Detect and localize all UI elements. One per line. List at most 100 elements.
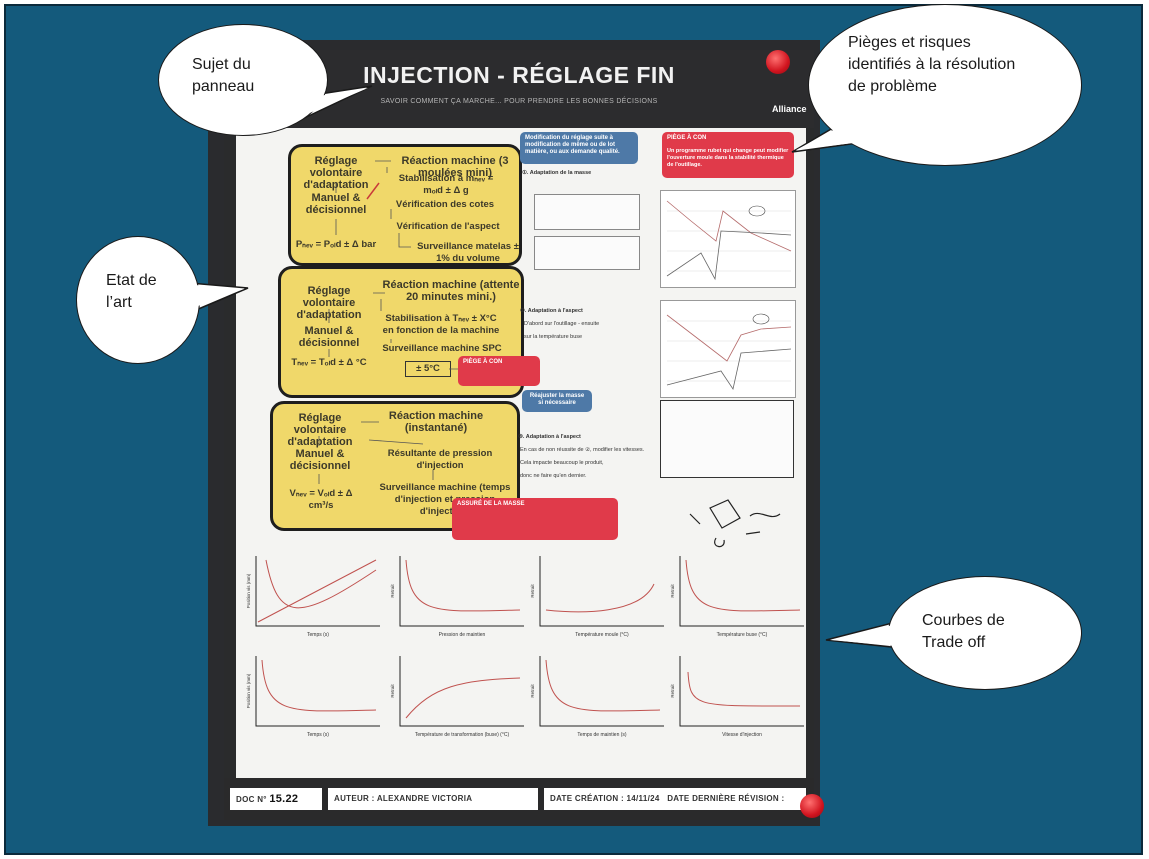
step-1-note-a: [534, 194, 640, 230]
callout-tradeoff: [888, 576, 1082, 690]
tradeoff-chart-6: Température de transformation (buse) (°C…: [390, 656, 524, 738]
tradeoff-chart-3: Température moule (°C) Retrait: [530, 556, 664, 638]
tradeoff-axes: [399, 556, 524, 627]
trap-card-mid: PIÈGE À CON: [458, 356, 540, 386]
step-3-text1: En cas de non réussite de ②, modifier le…: [520, 447, 645, 453]
date-created: DATE CRÉATION : 14/11/24: [550, 794, 660, 803]
tradeoff-curve: [687, 671, 801, 707]
doc-number-field: DOC N° 15.22: [230, 788, 322, 810]
info-card-mid: Réajuster la masse si nécessaire: [522, 390, 592, 412]
box2-stabilisation: Stabilisation à Tₙₑᵥ ± X°C en fonction d…: [382, 313, 500, 336]
tradeoff-xlabel: Temps de maintien (s): [577, 732, 627, 738]
doc-label: DOC N°: [236, 795, 267, 804]
tradeoff-curve: [545, 659, 661, 712]
tradeoff-ylabel: Retrait: [390, 684, 395, 698]
tradeoff-curve: [405, 559, 521, 612]
machine-curve-chart-2: [660, 300, 796, 398]
tradeoff-chart-5: Temps (s)Position vis (mm): [246, 656, 380, 738]
tradeoff-chart-1: Temps (s) Position vis (mm): [246, 556, 380, 638]
machine-curve-chart-1: [660, 190, 796, 288]
machine-curve-2: [666, 313, 792, 391]
box3-reaction: Réaction machine (instantané): [388, 410, 484, 434]
box1-stabilisation: Stabilisation à mₙₑᵥ = mₒₗd ± Δ g: [398, 173, 494, 196]
machine-curve-1: [666, 200, 792, 281]
poster-title: INJECTION - RÉGLAGE FIN: [363, 62, 675, 88]
tradeoff-chart-7: Temps de maintien (s) Retrait: [530, 656, 664, 738]
tradeoff-axes: [255, 656, 380, 727]
date-revision: DATE DERNIÈRE RÉVISION :: [667, 794, 785, 803]
step-3-text2: Cela impacte beaucoup le produit,: [520, 460, 604, 466]
box1-surveillance: Surveillance matelas ± 1% du volume: [417, 241, 519, 264]
box2-left-mode: Manuel & décisionnel: [298, 325, 360, 349]
pin-top: [766, 50, 790, 74]
pin-bottom: [800, 794, 824, 818]
box1-left-title: Réglage volontaire d'adaptation: [303, 155, 369, 191]
tradeoff-axes: [539, 556, 664, 627]
info-card-top: Modification du réglage suite à modifica…: [520, 132, 638, 164]
box1-left-mode: Manuel & décisionnel: [305, 192, 367, 216]
callout-traps-text: Pièges et risques identifiés à la résolu…: [848, 34, 1016, 95]
step-3-text3: donc ne faire qu'en dernier.: [520, 473, 587, 479]
trap-card-bottom: ASSURÉ DE LA MASSE: [452, 498, 618, 540]
tradeoff-ylabel: Retrait: [670, 584, 675, 598]
box1-check1: Vérification des cotes: [395, 199, 495, 210]
box2-arrows: [328, 292, 463, 370]
box1-arrows: [335, 160, 411, 248]
box3-left-mode: Manuel & décisionnel: [289, 448, 351, 472]
poster-subtitle: SAVOIR COMMENT ÇA MARCHE... POUR PRENDRE…: [380, 98, 658, 105]
box1-check2: Vérification de l'aspect: [396, 221, 500, 232]
callout-state-text: Etat de l’art: [106, 272, 157, 311]
tradeoff-curve: [257, 559, 377, 623]
step-1: ①. Adaptation de la masse: [522, 170, 592, 176]
tradeoff-curve: [685, 559, 801, 612]
box3-result: Résultante de pression d'injection: [387, 448, 493, 471]
author-field: AUTEUR : ALEXANDRE VICTORIA: [328, 788, 538, 810]
sketch-drawing: [689, 499, 781, 548]
state-box-1: Réglage volontaire d'adaptation Manuel &…: [288, 144, 522, 266]
tradeoff-axes: [679, 556, 804, 627]
tradeoff-ylabel: Retrait: [670, 684, 675, 698]
box2-left-formula: Tₙₑᵥ = Tₒₗd ± Δ °C: [291, 357, 367, 368]
tradeoff-ylabel: Position vis (mm): [246, 573, 251, 608]
doc-number: 15.22: [269, 793, 299, 805]
tradeoff-xlabel: Température moule (°C): [575, 632, 629, 638]
callout-subject-text: Sujet du panneau: [192, 56, 255, 95]
trap-card-mid-title: PIÈGE À CON: [463, 359, 503, 365]
tradeoff-axes: [679, 656, 804, 727]
trap-card-top: PIÈGE À CON Un programme rubet qui chang…: [662, 132, 794, 178]
tradeoff-xlabel: Vitesse d'injection: [722, 732, 762, 738]
tradeoff-axes: [255, 556, 380, 627]
tradeoff-chart-4: Température buse (°C)Retrait: [670, 556, 804, 638]
tradeoff-axes: [399, 656, 524, 727]
tradeoff-axes: [539, 656, 664, 727]
dates-field: DATE CRÉATION : 14/11/24 DATE DERNIÈRE R…: [544, 788, 806, 810]
tradeoff-xlabel: Pression de maintien: [439, 632, 486, 638]
tradeoff-ylabel: Retrait: [530, 584, 535, 598]
box2-reaction: Réaction machine (attente 20 minutes min…: [382, 279, 520, 303]
tradeoff-curve: [405, 677, 521, 719]
box1-reaction: Réaction machine (3 moulées mini): [401, 155, 509, 179]
box1-left-formula: Pₙₑᵥ = Pₒₗd ± Δ bar: [295, 239, 377, 250]
trap-card-bottom-title: ASSURÉ DE LA MASSE: [457, 501, 525, 507]
tradeoff-curve: [545, 583, 655, 613]
step-1-note-b: [534, 236, 640, 270]
tradeoff-xlabel: Temps (s): [307, 632, 329, 638]
right-note-block: [660, 400, 794, 478]
trap-card-top-title: PIÈGE À CON: [667, 135, 707, 141]
callout-tradeoff-text: Courbes de Trade off: [922, 612, 1005, 651]
box3-arrows: [318, 421, 434, 484]
tradeoff-xlabel: Température de transformation (buse) (°C…: [415, 732, 510, 738]
state-box-2: Réglage volontaire d'adaptation Manuel &…: [278, 266, 524, 398]
tradeoff-chart-8: Vitesse d'injection Retrait: [670, 656, 804, 738]
tradeoff-curve: [261, 659, 377, 712]
brand-label: Alliance: [772, 104, 807, 114]
trap-card-top-text: Un programme rubet qui change peut modif…: [667, 148, 789, 168]
step-2-text2: sur la température buse: [524, 334, 583, 340]
brand-logo: Alliance: [772, 100, 807, 122]
tradeoff-ylabel: Retrait: [530, 684, 535, 698]
tradeoff-xlabel: Temps (s): [307, 732, 329, 738]
callout-state: [76, 236, 200, 364]
box3-surveillance: Surveillance machine (temps d'injection …: [379, 482, 511, 517]
poster-body: Réglage volontaire d'adaptation Manuel &…: [236, 128, 806, 778]
